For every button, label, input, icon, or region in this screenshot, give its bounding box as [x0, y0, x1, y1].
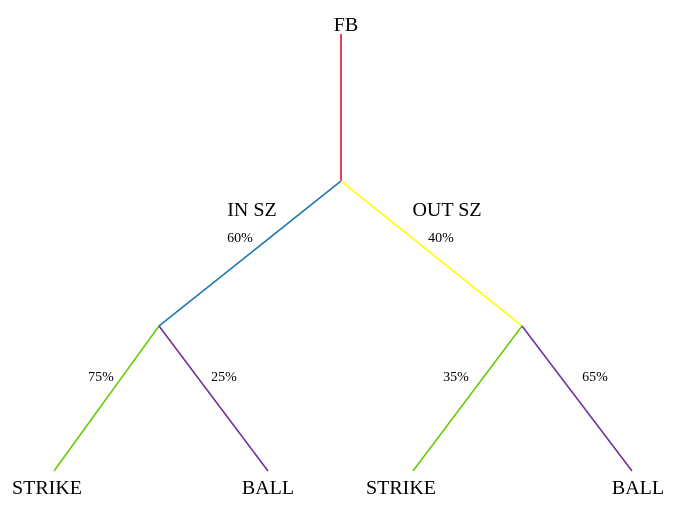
edge-in-ball	[158, 325, 269, 472]
edge-in-sz	[158, 180, 342, 327]
out-ball-pct: 65%	[582, 370, 608, 385]
in-sz-label: IN SZ	[227, 199, 276, 221]
out-ball-label: BALL	[612, 477, 664, 499]
in-strike-pct: 75%	[88, 370, 114, 385]
edge-out-ball	[521, 325, 633, 472]
edge-in-strike	[53, 325, 160, 472]
root-label: FB	[334, 14, 358, 36]
in-ball-pct: 25%	[211, 370, 237, 385]
out-sz-pct: 40%	[428, 231, 454, 246]
in-sz-pct: 60%	[227, 231, 253, 246]
out-strike-label: STRIKE	[366, 477, 436, 499]
out-strike-pct: 35%	[443, 370, 469, 385]
in-ball-label: BALL	[242, 477, 294, 499]
edge-out-strike	[412, 325, 523, 472]
out-sz-label: OUT SZ	[412, 199, 481, 221]
edge-out-sz	[340, 180, 523, 327]
in-strike-label: STRIKE	[12, 477, 82, 499]
